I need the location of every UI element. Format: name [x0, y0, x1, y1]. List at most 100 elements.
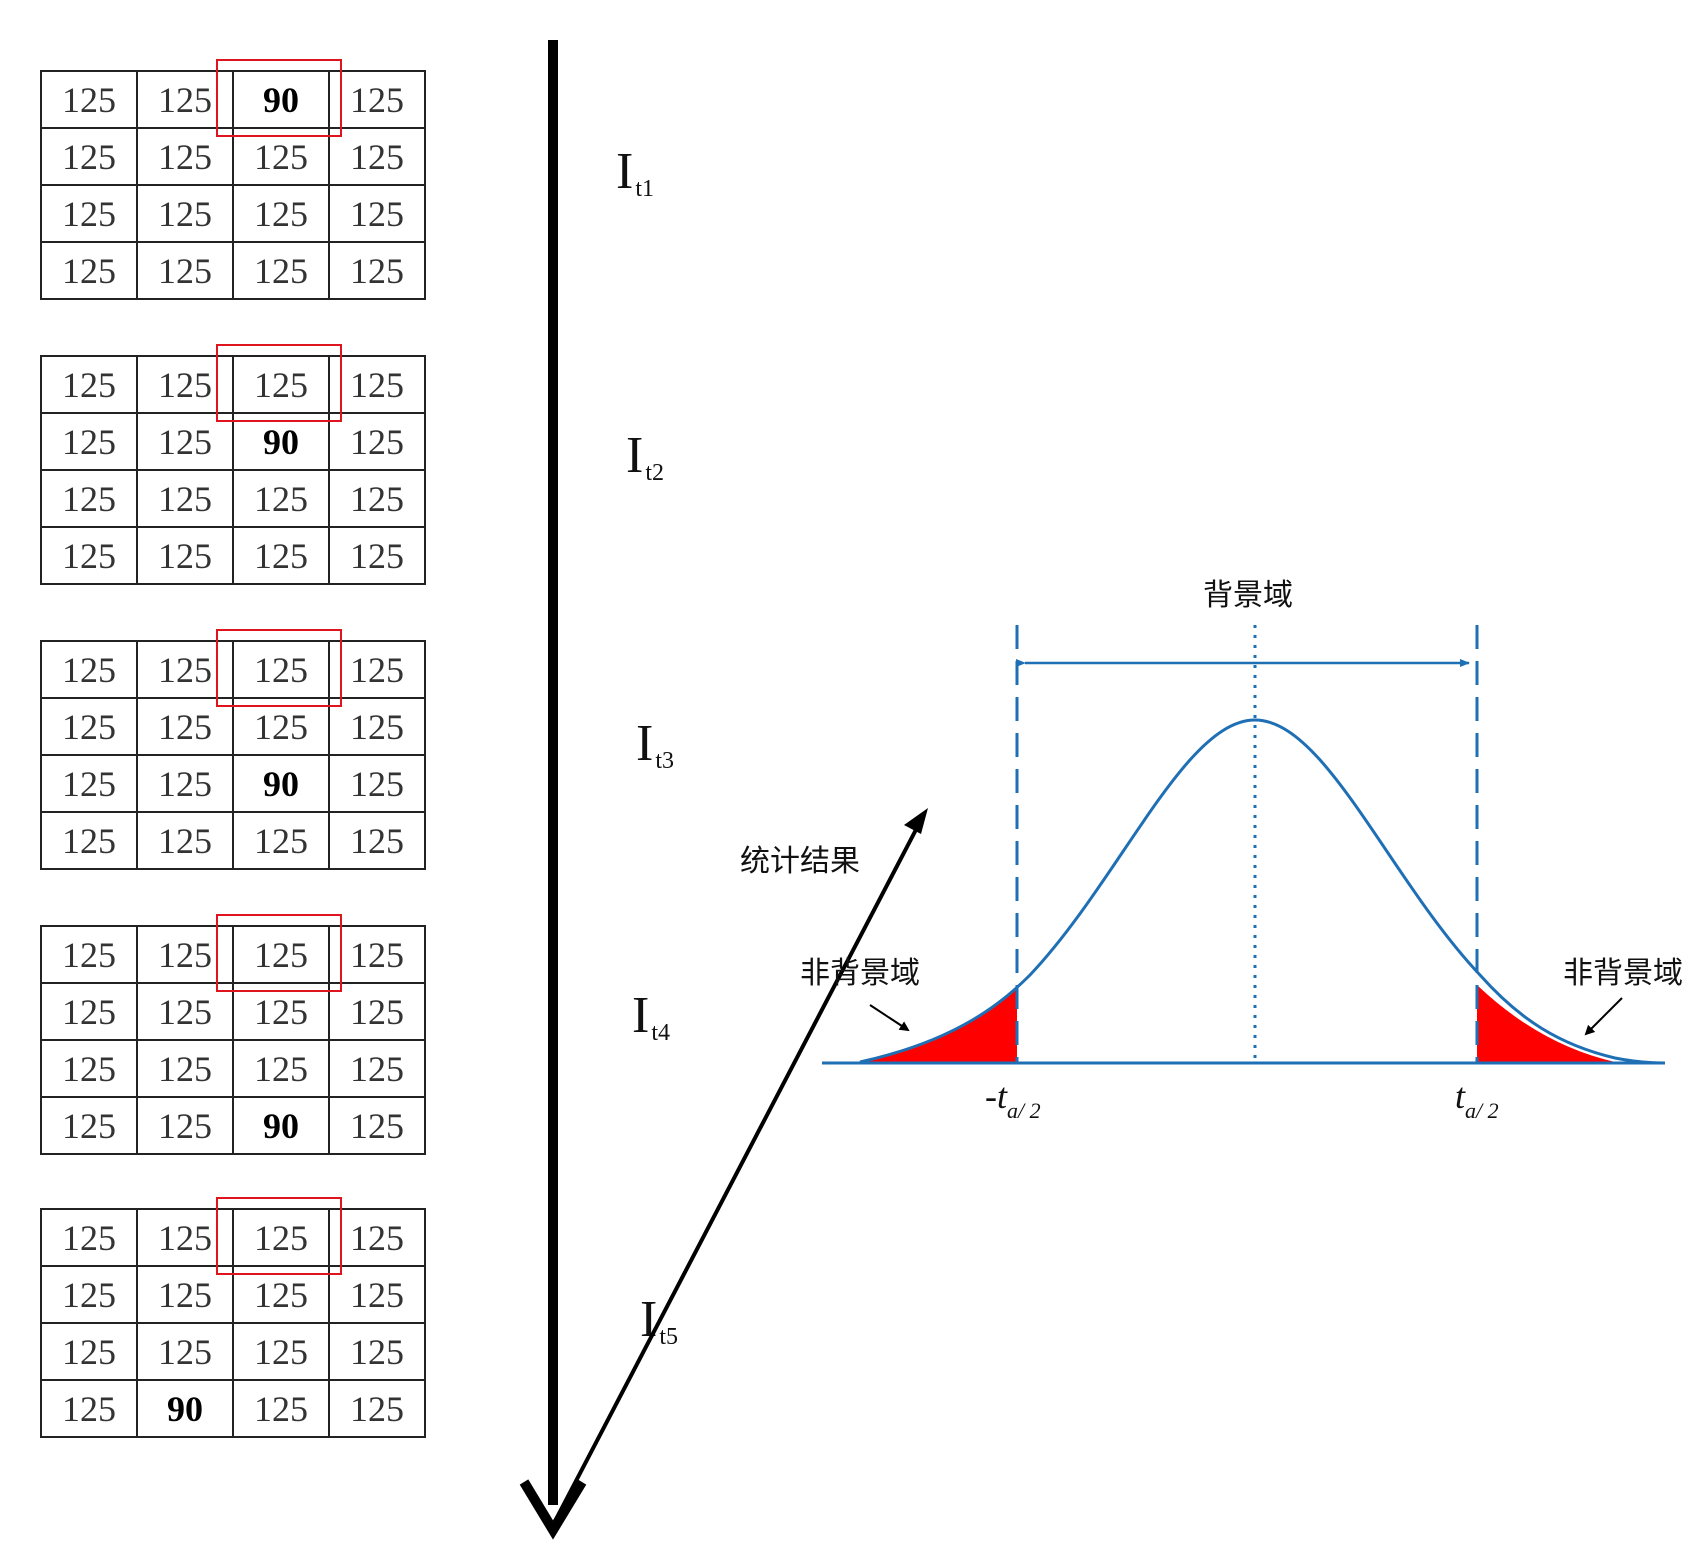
grid-cell: 125 [136, 469, 234, 528]
frame-label-t2: It2 [626, 427, 664, 486]
grid-cell: 125 [328, 469, 426, 528]
grid-cell: 125 [40, 1322, 138, 1381]
grid-cell: 125 [40, 982, 138, 1041]
statistics-result-label: 统计结果 [740, 844, 860, 879]
grid-cell: 125 [232, 526, 330, 585]
grid-cell: 125 [328, 127, 426, 186]
grid-cell: 125 [328, 1039, 426, 1098]
grid-cell: 125 [40, 469, 138, 528]
grid-cell: 90 [232, 1096, 330, 1155]
grid-cell: 125 [40, 412, 138, 471]
grid-cell: 125 [328, 1379, 426, 1438]
grid-cell: 125 [232, 811, 330, 870]
right-tail-region [1477, 985, 1615, 1062]
grid-cell: 125 [40, 1379, 138, 1438]
grid-cell: 125 [328, 697, 426, 756]
grid-cell: 125 [328, 1265, 426, 1324]
grid-cell: 125 [232, 241, 330, 300]
statistics-arrowhead [904, 808, 928, 834]
non-background-right-label: 非背景域 [1563, 956, 1683, 991]
grid-cell: 125 [136, 1322, 234, 1381]
grid-cell: 125 [40, 754, 138, 813]
frame-label-t1: It1 [616, 143, 654, 202]
grid-cell: 125 [40, 70, 138, 129]
grid-cell: 90 [232, 70, 330, 129]
right-tail-pointer-arrow [1584, 997, 1623, 1036]
grid-cell: 125 [40, 697, 138, 756]
statistics-arrow [551, 821, 922, 1526]
grid-cell: 125 [328, 412, 426, 471]
grid-cell: 125 [232, 469, 330, 528]
grid-cell: 125 [328, 184, 426, 243]
time-axis-arrowhead [519, 1479, 587, 1540]
left-tail-region [860, 987, 1017, 1062]
grid-cell: 125 [136, 1096, 234, 1155]
grid-cell: 125 [328, 241, 426, 300]
grid-cell: 125 [328, 70, 426, 129]
grid-cell: 125 [40, 1039, 138, 1098]
left-threshold-label: -ta/ 2 [985, 1076, 1041, 1123]
grid-cell: 125 [232, 925, 330, 984]
grid-cell: 125 [232, 1379, 330, 1438]
grid-cell: 125 [40, 640, 138, 699]
grid-cell: 125 [40, 925, 138, 984]
left-tail-pointer-arrow [869, 1004, 910, 1032]
grid-cell: 125 [40, 355, 138, 414]
grid-cell: 125 [136, 412, 234, 471]
grid-cell: 125 [40, 526, 138, 585]
grid-cell: 125 [328, 640, 426, 699]
grid-cell: 125 [328, 355, 426, 414]
grid-cell: 125 [328, 925, 426, 984]
grid-cell: 125 [328, 526, 426, 585]
grid-cell: 125 [40, 184, 138, 243]
grid-cell: 90 [232, 754, 330, 813]
grid-cell: 125 [136, 754, 234, 813]
grid-cell: 125 [136, 811, 234, 870]
grid-cell: 125 [328, 754, 426, 813]
grid-cell: 125 [232, 1322, 330, 1381]
right-threshold-label: ta/ 2 [1455, 1076, 1499, 1123]
grid-cell: 125 [136, 184, 234, 243]
grid-cell: 125 [40, 811, 138, 870]
grid-cell: 125 [328, 1096, 426, 1155]
frame-label-t4: It4 [632, 987, 670, 1046]
grid-cell: 125 [40, 127, 138, 186]
grid-cell: 125 [136, 526, 234, 585]
frame-label-t3: It3 [636, 715, 674, 774]
grid-cell: 125 [328, 1322, 426, 1381]
grid-cell: 125 [40, 1096, 138, 1155]
background-region-label: 背景域 [1203, 578, 1293, 613]
grid-cell: 125 [40, 1208, 138, 1267]
grid-cell: 125 [328, 811, 426, 870]
grid-cell: 125 [40, 241, 138, 300]
distribution-curve [859, 718, 1666, 1065]
grid-cell: 125 [136, 241, 234, 300]
grid-cell: 125 [232, 355, 330, 414]
grid-cell: 125 [328, 1208, 426, 1267]
non-background-left-label: 非背景域 [800, 956, 920, 991]
grid-cell: 125 [232, 184, 330, 243]
grid-cell: 125 [136, 1039, 234, 1098]
grid-cell: 125 [40, 1265, 138, 1324]
grid-cell: 125 [232, 640, 330, 699]
grid-cell: 125 [232, 1039, 330, 1098]
grid-cell: 90 [136, 1379, 234, 1438]
